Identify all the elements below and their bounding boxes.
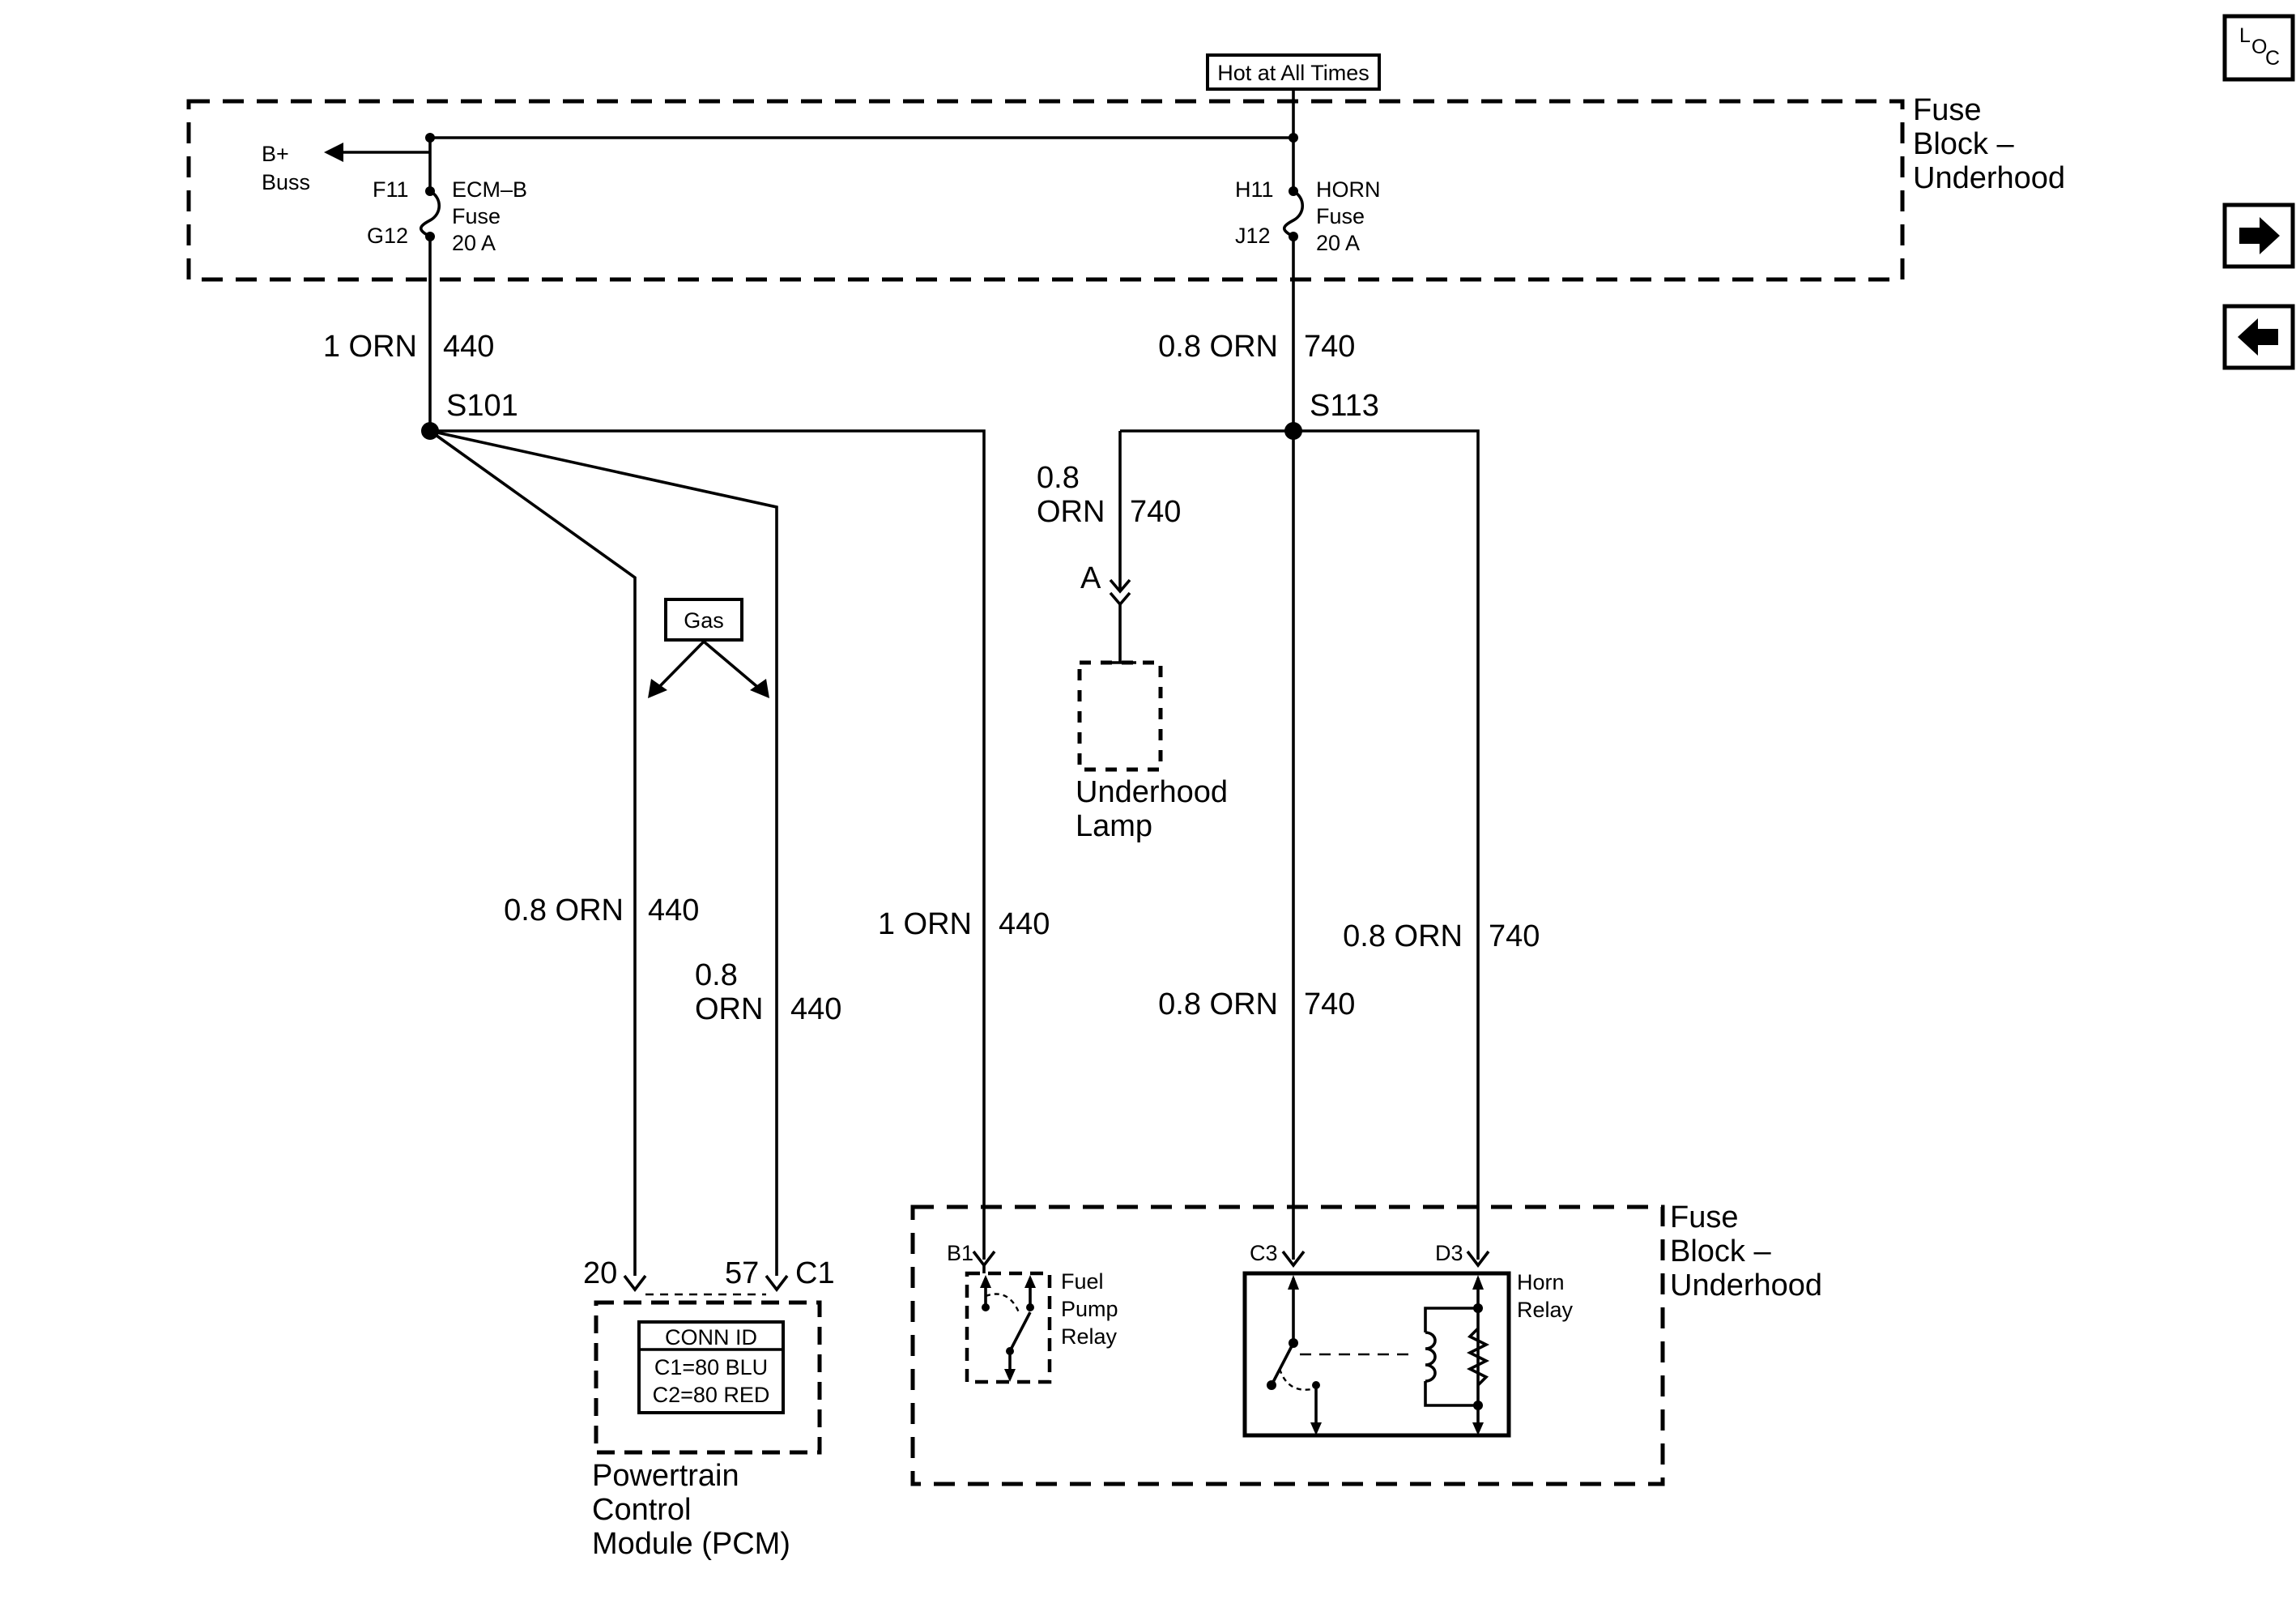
svg-text:S113: S113: [1310, 389, 1379, 423]
gas-arrow-right-icon: [750, 679, 769, 698]
hot-at-all-times-label: Hot at All Times: [1217, 61, 1370, 85]
bplus-arrow-icon: [324, 143, 343, 162]
svg-text:Buss: Buss: [262, 170, 310, 194]
svg-text:C2=80 RED: C2=80 RED: [653, 1383, 770, 1407]
fuse-block-bottom-title: Fuse Block – Underhood: [1670, 1200, 1822, 1303]
horn-relay-box: [1242, 1271, 1511, 1438]
fuse-block-top-outline: [186, 99, 1905, 282]
gas-label-box: [664, 598, 743, 642]
svg-text:0.8 ORN: 0.8 ORN: [504, 893, 624, 927]
svg-text:0.8: 0.8: [695, 958, 738, 992]
svg-text:Module (PCM): Module (PCM): [592, 1527, 790, 1561]
svg-text:440: 440: [648, 893, 699, 927]
svg-text:Underhood: Underhood: [1913, 161, 2065, 195]
svg-text:740: 740: [1304, 987, 1355, 1021]
underhood-lamp-label: Underhood: [1076, 775, 1228, 809]
svg-text:Relay: Relay: [1061, 1324, 1118, 1349]
svg-text:B+: B+: [262, 142, 289, 166]
svg-text:0.8 ORN: 0.8 ORN: [1158, 987, 1278, 1021]
svg-text:F11: F11: [373, 177, 409, 202]
pcm-outline: [594, 1300, 822, 1455]
wire-horn-size: 0.8 ORN: [1158, 330, 1278, 364]
svg-text:740: 740: [1489, 919, 1540, 953]
arrow-left-icon[interactable]: [2238, 318, 2278, 356]
svg-text:20: 20: [583, 1256, 617, 1290]
svg-text:O: O: [2251, 36, 2267, 58]
ecm-b-fuse: F11 G12 ECM–B Fuse 20 A: [367, 152, 527, 255]
pcm-title: Powertrain: [592, 1459, 739, 1493]
svg-text:57: 57: [725, 1256, 759, 1290]
svg-text:C: C: [2265, 47, 2280, 70]
svg-text:0.8 ORN: 0.8 ORN: [1343, 919, 1463, 953]
svg-text:20 A: 20 A: [452, 231, 496, 255]
svg-text:C1=80 BLU: C1=80 BLU: [654, 1355, 768, 1379]
svg-text:Fuse: Fuse: [1316, 204, 1365, 228]
prev-page-button[interactable]: [2222, 304, 2295, 370]
svg-text:HORN: HORN: [1316, 177, 1381, 202]
svg-text:Underhood: Underhood: [1670, 1268, 1822, 1303]
wire-ecm-circuit: 440: [443, 330, 494, 364]
svg-text:Fuse: Fuse: [1913, 93, 1981, 127]
svg-text:B1: B1: [947, 1241, 973, 1265]
svg-text:L: L: [2239, 24, 2251, 47]
svg-text:440: 440: [999, 907, 1050, 941]
svg-text:Fuse: Fuse: [1670, 1200, 1738, 1234]
svg-text:20 A: 20 A: [1316, 231, 1360, 255]
svg-text:0.8: 0.8: [1037, 461, 1080, 495]
svg-text:Horn: Horn: [1517, 1270, 1565, 1294]
fuse-block-bottom-outline: [910, 1205, 1665, 1486]
svg-text:A: A: [1080, 561, 1101, 595]
svg-text:D3: D3: [1435, 1241, 1463, 1265]
fuel-pump-relay-outline: [965, 1271, 1052, 1384]
svg-text:H11: H11: [1235, 177, 1274, 202]
svg-text:G12: G12: [367, 224, 408, 248]
svg-text:J12: J12: [1235, 224, 1271, 248]
svg-text:C1: C1: [795, 1256, 835, 1290]
loc-button[interactable]: L O C: [2222, 14, 2295, 82]
svg-text:Fuse: Fuse: [452, 204, 501, 228]
fuse-block-top-title: Fuse Block – Underhood: [1913, 93, 2065, 195]
wire-horn-circuit: 740: [1304, 330, 1355, 364]
svg-text:Block –: Block –: [1913, 127, 2014, 161]
svg-text:CONN ID: CONN ID: [665, 1325, 757, 1350]
svg-text:440: 440: [790, 992, 841, 1026]
svg-text:Gas: Gas: [684, 608, 724, 633]
next-page-button[interactable]: [2222, 203, 2295, 269]
svg-text:Lamp: Lamp: [1076, 809, 1152, 843]
wire-ecm-size: 1 ORN: [323, 330, 417, 364]
underhood-lamp-outline: [1077, 660, 1163, 772]
svg-text:Control: Control: [592, 1493, 692, 1527]
svg-text:C3: C3: [1250, 1241, 1278, 1265]
svg-text:Fuel: Fuel: [1061, 1269, 1104, 1294]
fuel-pump-relay-switch: [980, 1275, 1036, 1382]
svg-text:740: 740: [1130, 495, 1181, 529]
svg-text:ECM–B: ECM–B: [452, 177, 527, 202]
svg-text:Pump: Pump: [1061, 1297, 1118, 1321]
svg-text:Relay: Relay: [1517, 1298, 1574, 1322]
svg-text:ORN: ORN: [1037, 495, 1105, 529]
horn-fuse: H11 J12 HORN Fuse 20 A: [1235, 138, 1381, 255]
gas-arrow-left-icon: [648, 679, 667, 698]
svg-text:S101: S101: [446, 389, 518, 423]
arrow-right-icon[interactable]: [2239, 217, 2280, 254]
horn-relay-internals: [1267, 1275, 1490, 1435]
pcm-conn-id-box: [637, 1320, 785, 1414]
svg-text:ORN: ORN: [695, 992, 763, 1026]
svg-text:Block –: Block –: [1670, 1234, 1771, 1268]
loc-icon[interactable]: [2222, 14, 2295, 82]
svg-text:1 ORN: 1 ORN: [878, 907, 972, 941]
